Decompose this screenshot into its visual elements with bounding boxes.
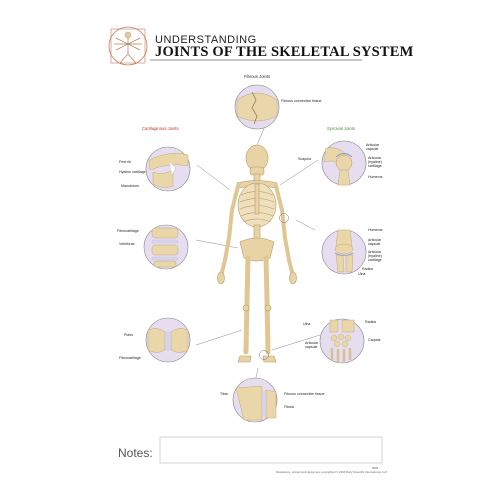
label-tibia: Tibia — [220, 392, 228, 396]
label-fibrous-connective-tissue-bottom: Fibrous connective tissue — [284, 392, 325, 396]
joint-circle-vertebrae — [143, 224, 189, 270]
label-articular-capsule-elbow: Articular capsule — [368, 238, 382, 246]
joint-circle-pubic — [145, 317, 191, 363]
section-fibrous: Fibrous Joints — [244, 74, 271, 79]
joint-circle-shoulder — [321, 140, 367, 186]
joint-circle-elbow — [321, 229, 367, 275]
joint-circle-fibrous — [234, 84, 280, 130]
section-cartilaginous: Cartilaginous Joints — [142, 126, 179, 131]
skeleton-figure — [217, 144, 297, 363]
label-scapula: Scapula — [298, 157, 311, 161]
label-carpals: Carpals — [368, 338, 381, 342]
label-humerus: Humerus — [368, 175, 383, 179]
label-fibula: Fibula — [284, 405, 294, 409]
label-articular-hyaline-cartilage-elbow: Articular (hyaline) cartilage — [368, 250, 382, 262]
page-title: JOINTS OF THE SKELETAL SYSTEM — [155, 44, 414, 60]
fine-print-code: 9999 — [372, 466, 379, 470]
notes-label: Notes: — [118, 446, 153, 460]
label-fibrous-connective-tissue-top: Fibrous connective tissue — [281, 99, 322, 103]
label-first-rib: First rib — [119, 160, 131, 164]
label-pubis: Pubis — [124, 333, 133, 337]
label-fibrocartilage-pubic: Fibrocartilage — [119, 356, 141, 360]
label-ulna-elbow: Ulna — [358, 272, 366, 276]
label-articular-hyaline-cartilage: Articular (hyaline) cartilage — [368, 156, 382, 168]
label-articular-capsule-wrist: Articular capsule — [305, 341, 319, 349]
label-hyaline-cartilage: Hyaline cartilage — [119, 170, 146, 174]
label-vertebrae: Vertebrae — [119, 242, 135, 246]
notes-box — [159, 436, 383, 464]
label-articular-capsule: Articular capsule — [366, 143, 380, 151]
joint-markers — [259, 213, 289, 360]
label-fibrocartilage: Fibrocartilage — [117, 229, 139, 233]
label-manubrium: Manubrium — [121, 184, 139, 188]
label-radius-wrist: Radius — [365, 320, 377, 324]
section-synovial: Synovial Joints — [327, 126, 355, 131]
joint-circle-wrist — [319, 318, 365, 364]
joint-circle-tibiofibular — [232, 377, 278, 423]
label-humerus-elbow: Humerus — [368, 228, 383, 232]
label-radius-elbow: Radius — [362, 267, 374, 271]
label-ulna-wrist: Ulna — [303, 322, 311, 326]
vitruvian-logo-icon — [108, 26, 148, 66]
leader-lines — [195, 103, 321, 383]
header-kicker: UNDERSTANDING — [155, 34, 257, 46]
joint-circle-rib-sternum — [145, 146, 191, 192]
fine-print-copyright: Illustrations, content and design are co… — [276, 470, 388, 474]
